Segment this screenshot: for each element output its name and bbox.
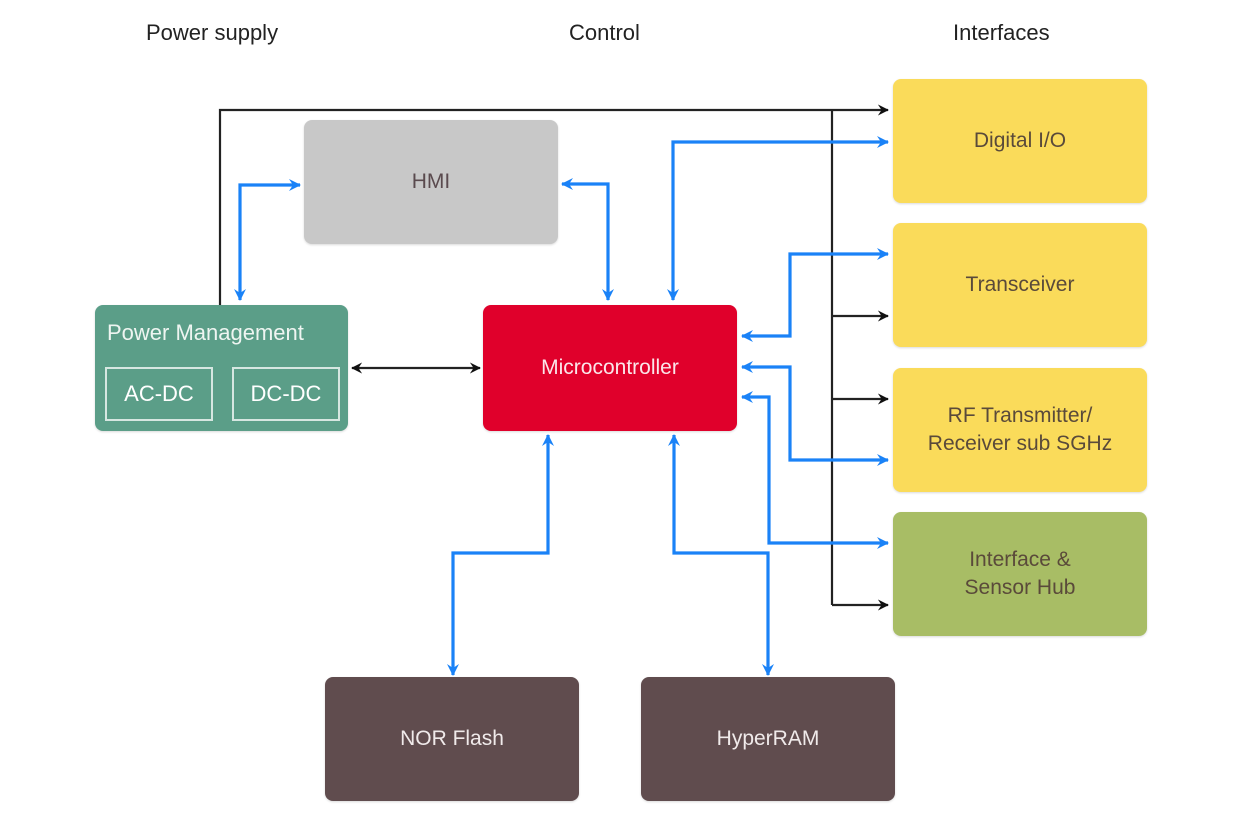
microcontroller-block[interactable]: Microcontroller	[483, 305, 737, 431]
sensor-hub-block[interactable]: Interface & Sensor Hub	[893, 512, 1147, 636]
column-header-power-supply: Power supply	[146, 20, 279, 45]
transceiver-label: Transceiver	[965, 273, 1075, 296]
column-header-control: Control	[569, 20, 640, 45]
data-line-mcu-transceiver	[741, 248, 889, 342]
hyperram-label: HyperRAM	[716, 727, 820, 750]
data-line-mcu-nor-flash	[447, 434, 554, 676]
digital-io-block[interactable]: Digital I/O	[893, 79, 1147, 203]
microcontroller-label: Microcontroller	[541, 356, 679, 379]
transceiver-block[interactable]: Transceiver	[893, 223, 1147, 347]
nor-flash-block[interactable]: NOR Flash	[325, 677, 579, 801]
rf-transceiver-block[interactable]: RF Transmitter/ Receiver sub SGHz	[893, 368, 1147, 492]
power-management-block[interactable]: Power Management AC-DC DC-DC	[95, 305, 348, 431]
rf-label-line1: RF Transmitter/	[947, 404, 1093, 427]
sensor-hub-label-line1: Interface &	[969, 548, 1071, 571]
hmi-block[interactable]: HMI	[304, 120, 558, 244]
digital-io-label: Digital I/O	[973, 129, 1067, 152]
power-management-label: Power Management	[107, 320, 304, 345]
ac-dc-block[interactable]: AC-DC	[105, 367, 213, 421]
data-line-mcu-digital-io	[667, 136, 889, 301]
data-line-mcu-rf	[741, 361, 889, 466]
data-line-pm-hmi	[234, 179, 301, 301]
sensor-hub-label-line2: Sensor Hub	[964, 576, 1076, 599]
hyperram-block[interactable]: HyperRAM	[641, 677, 895, 801]
data-line-mcu-hyperram	[668, 434, 774, 676]
hmi-label: HMI	[411, 170, 451, 193]
data-line-mcu-sensor-hub	[741, 391, 889, 549]
dc-dc-block[interactable]: DC-DC	[232, 367, 340, 421]
data-lines	[234, 136, 889, 676]
power-line-pm-to-bus	[218, 104, 889, 305]
column-header-interfaces: Interfaces	[953, 20, 1050, 45]
rf-label-line2: Receiver sub SGHz	[927, 432, 1113, 455]
nor-flash-label: NOR Flash	[400, 727, 504, 750]
data-line-hmi-mcu	[561, 178, 614, 301]
